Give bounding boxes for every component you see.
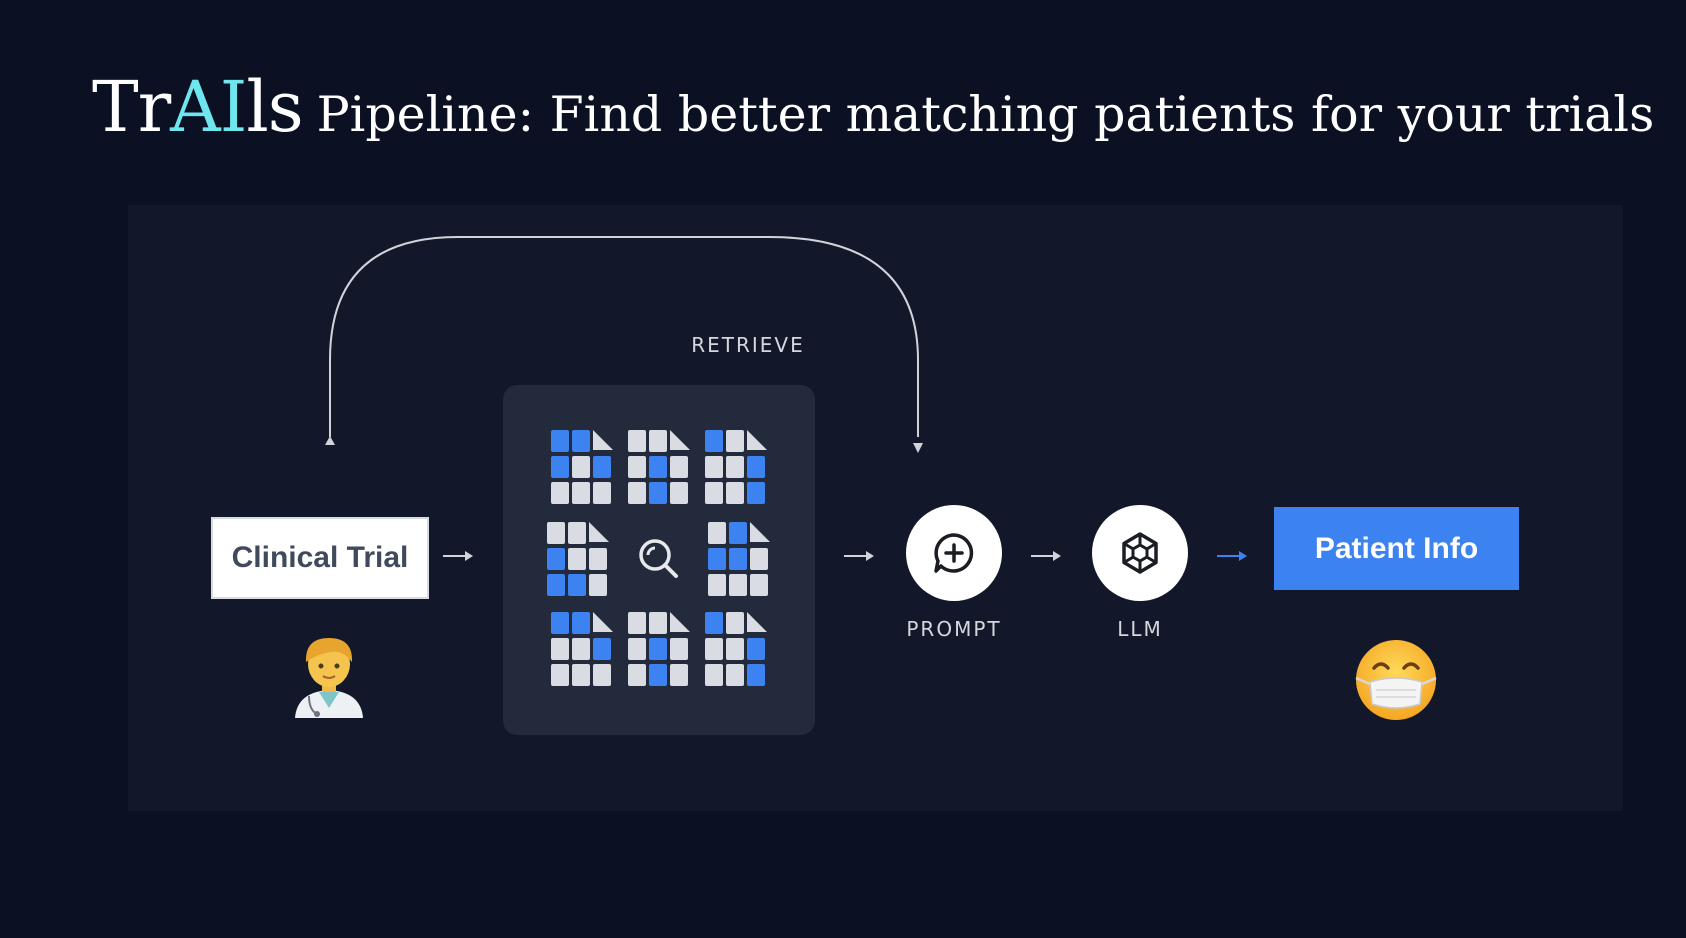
prompt-label: PROMPT: [906, 617, 1002, 641]
brand-name: TrAIls: [92, 66, 304, 148]
loop-arrow-head: [913, 443, 923, 453]
document-icon: [628, 430, 690, 504]
loop-arrow: [325, 236, 923, 453]
loop-arrow-tail: [325, 436, 335, 445]
magnifier-icon: [639, 539, 678, 578]
document-icon: [708, 522, 770, 596]
title-text: Pipeline: Find better matching patients …: [316, 86, 1655, 143]
arrow-icon: [1217, 551, 1247, 561]
health-worker-emoji: [295, 638, 363, 718]
arrow-icon: [443, 551, 473, 561]
clinical-trial-box: Clinical Trial: [211, 517, 429, 599]
retrieve-label: RETRIEVE: [691, 333, 805, 357]
brand-prefix: Tr: [92, 66, 171, 148]
llm-label: LLM: [1117, 617, 1163, 641]
document-icon: [705, 612, 767, 686]
llm-node: [1092, 505, 1188, 601]
patient-info-box: Patient Info: [1274, 507, 1519, 590]
openai-knot-icon: [1122, 532, 1158, 574]
document-icon: [628, 612, 690, 686]
arrow-icon: [844, 551, 874, 561]
brand-ai: AI: [170, 66, 247, 148]
prompt-node: [906, 505, 1002, 601]
document-icon: [705, 430, 767, 504]
document-icon: [551, 430, 613, 504]
retrieve-box: [503, 385, 815, 735]
face-with-medical-mask-emoji: [1355, 640, 1437, 720]
pipeline-diagram: RETRIEVE: [128, 205, 1623, 811]
document-icon: [551, 612, 613, 686]
chat-plus-icon: [934, 533, 974, 573]
arrow-icon: [1031, 551, 1061, 561]
brand-suffix: ls: [246, 66, 303, 148]
document-icon: [547, 522, 609, 596]
